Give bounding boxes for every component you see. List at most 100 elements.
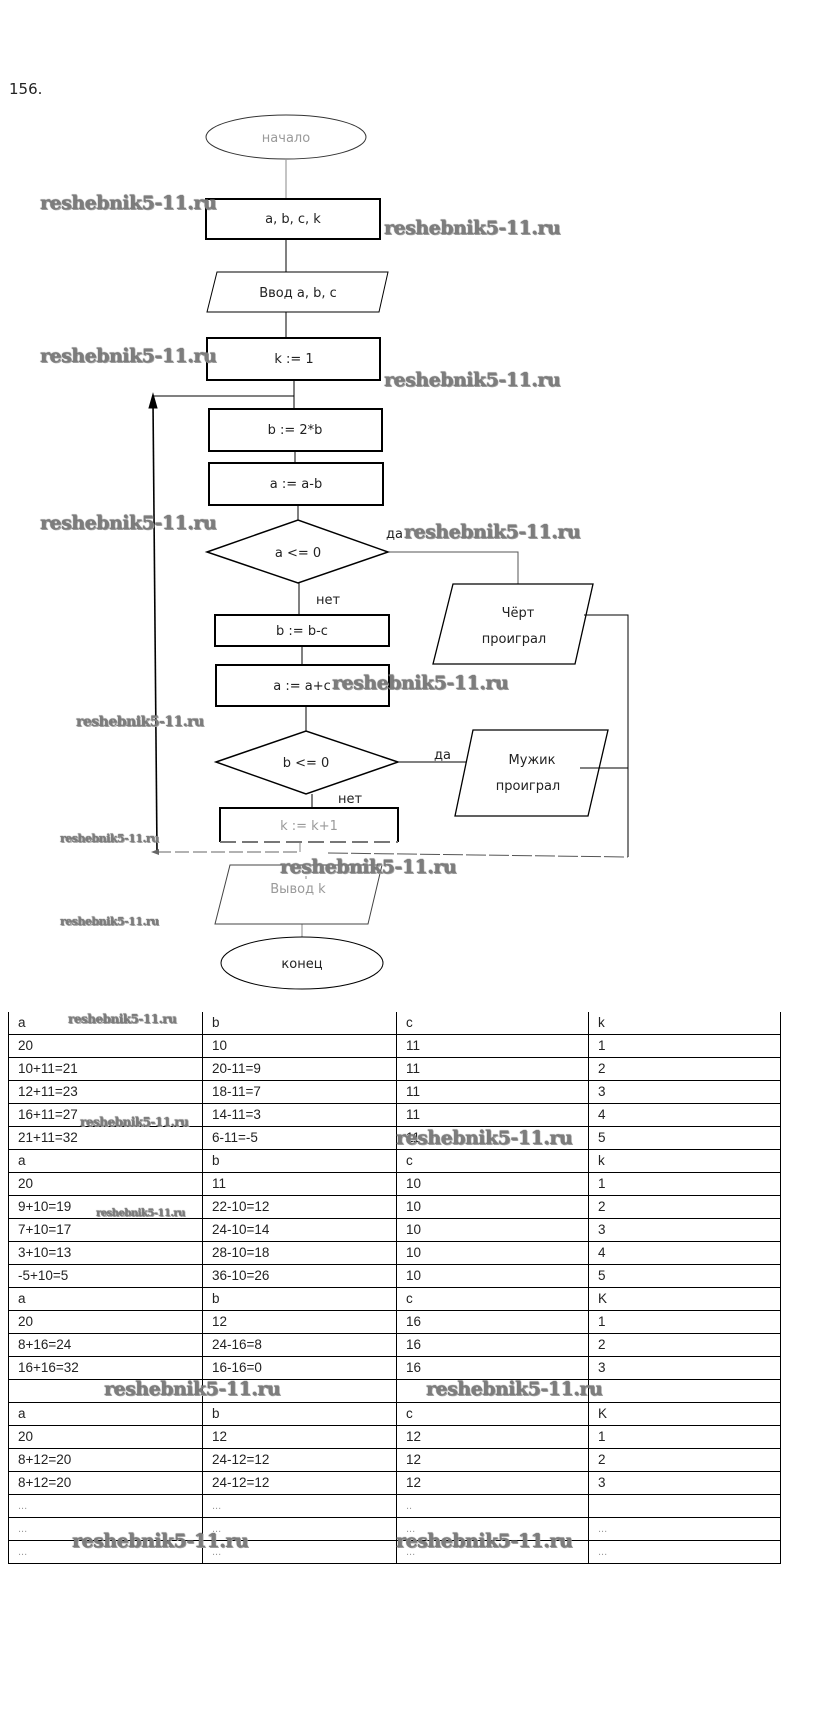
table-cell: 5	[588, 1126, 781, 1150]
declare-label: a, b, c, k	[265, 212, 321, 227]
watermark: reshebnik5-11.ru	[76, 714, 204, 730]
table-cell: 4	[588, 1241, 781, 1265]
cond1-label: a <= 0	[275, 546, 321, 561]
table-cell: 1	[588, 1310, 781, 1334]
table-cell: ...	[588, 1540, 781, 1564]
table-cell: 10	[396, 1195, 589, 1219]
watermark: reshebnik5-11.ru	[40, 192, 217, 214]
table-cell: ...	[588, 1517, 781, 1541]
table-cell: 12	[396, 1425, 589, 1449]
table-cell: 11	[396, 1034, 589, 1058]
a-plus-c-label: a := a+c	[273, 679, 331, 694]
table-cell: ..	[396, 1494, 589, 1518]
output-muzhik-box	[454, 729, 609, 817]
watermark: reshebnik5-11.ru	[60, 915, 159, 928]
table-cell: 12	[202, 1425, 397, 1449]
table-cell: 24-10=14	[202, 1218, 397, 1242]
table-cell: 4	[588, 1103, 781, 1127]
table-cell: k	[588, 1012, 781, 1035]
table-cell: 21+11=32	[8, 1126, 203, 1150]
table-cell: 24-12=12	[202, 1448, 397, 1472]
table-cell: 11	[396, 1126, 589, 1150]
table-cell: 3+10=13	[8, 1241, 203, 1265]
table-cell: c	[396, 1149, 589, 1173]
input-box	[206, 271, 389, 313]
table-cell: 1	[588, 1034, 781, 1058]
table-cell: 16	[396, 1333, 589, 1357]
table-cell: 3	[588, 1471, 781, 1495]
table-cell: c	[396, 1012, 589, 1035]
table-cell: 20	[8, 1425, 203, 1449]
problem-number: 156.	[9, 80, 43, 98]
table-cell: 18-11=7	[202, 1080, 397, 1104]
table-cell	[588, 1494, 781, 1518]
cond2-diamond	[213, 730, 401, 795]
watermark: reshebnik5-11.ru	[396, 1530, 573, 1552]
table-cell: c	[396, 1287, 589, 1311]
connector-yes-1	[388, 551, 519, 584]
table-cell: 24-12=12	[202, 1471, 397, 1495]
table-cell: K	[588, 1402, 781, 1426]
watermark: reshebnik5-11.ru	[384, 217, 561, 239]
table-cell: a	[8, 1149, 203, 1173]
table-cell: 12+11=23	[8, 1080, 203, 1104]
table-row: ........	[8, 1494, 781, 1518]
b-minus-c-label: b := b-c	[276, 624, 328, 639]
table-cell: 11	[396, 1103, 589, 1127]
table-cell: 16+16=32	[8, 1356, 203, 1380]
table-cell: 8+16=24	[8, 1333, 203, 1357]
table-cell: 5	[588, 1264, 781, 1288]
table-cell: 10	[396, 1172, 589, 1196]
table-cell: 3	[588, 1356, 781, 1380]
table-cell: 16	[396, 1356, 589, 1380]
table-cell: 11	[202, 1172, 397, 1196]
table-cell: ...	[202, 1494, 397, 1518]
table-cell: 16	[396, 1310, 589, 1334]
table-cell: 7+10=17	[8, 1218, 203, 1242]
table-cell: 11	[396, 1080, 589, 1104]
table-cell: 10	[202, 1034, 397, 1058]
a-minus-b-label: a := a-b	[270, 477, 322, 492]
output-k-label: Вывод k	[270, 882, 326, 897]
connector-right	[584, 614, 629, 857]
table-row: ............	[8, 1517, 781, 1541]
cond2-no-label: нет	[338, 792, 362, 807]
table-cell: b	[202, 1012, 397, 1035]
loop-back-line	[152, 401, 158, 853]
table-row	[8, 1379, 781, 1403]
table-cell: a	[8, 1287, 203, 1311]
watermark: reshebnik5-11.ru	[332, 672, 509, 694]
init-k-label: k := 1	[274, 352, 313, 367]
table-cell: 10	[396, 1241, 589, 1265]
watermark: reshebnik5-11.ru	[72, 1530, 249, 1552]
table-cell: 20	[8, 1310, 203, 1334]
table-cell: 2	[588, 1333, 781, 1357]
table-cell: 20	[8, 1034, 203, 1058]
table-cell: K	[588, 1287, 781, 1311]
table-cell: 10+11=21	[8, 1057, 203, 1081]
start-label: начало	[262, 131, 310, 146]
arrow-up-icon	[148, 392, 158, 409]
output-chert-box	[432, 583, 594, 665]
double-b-label: b := 2*b	[268, 423, 323, 438]
watermark: reshebnik5-11.ru	[68, 1012, 177, 1026]
input-label: Ввод a, b, c	[259, 286, 337, 301]
